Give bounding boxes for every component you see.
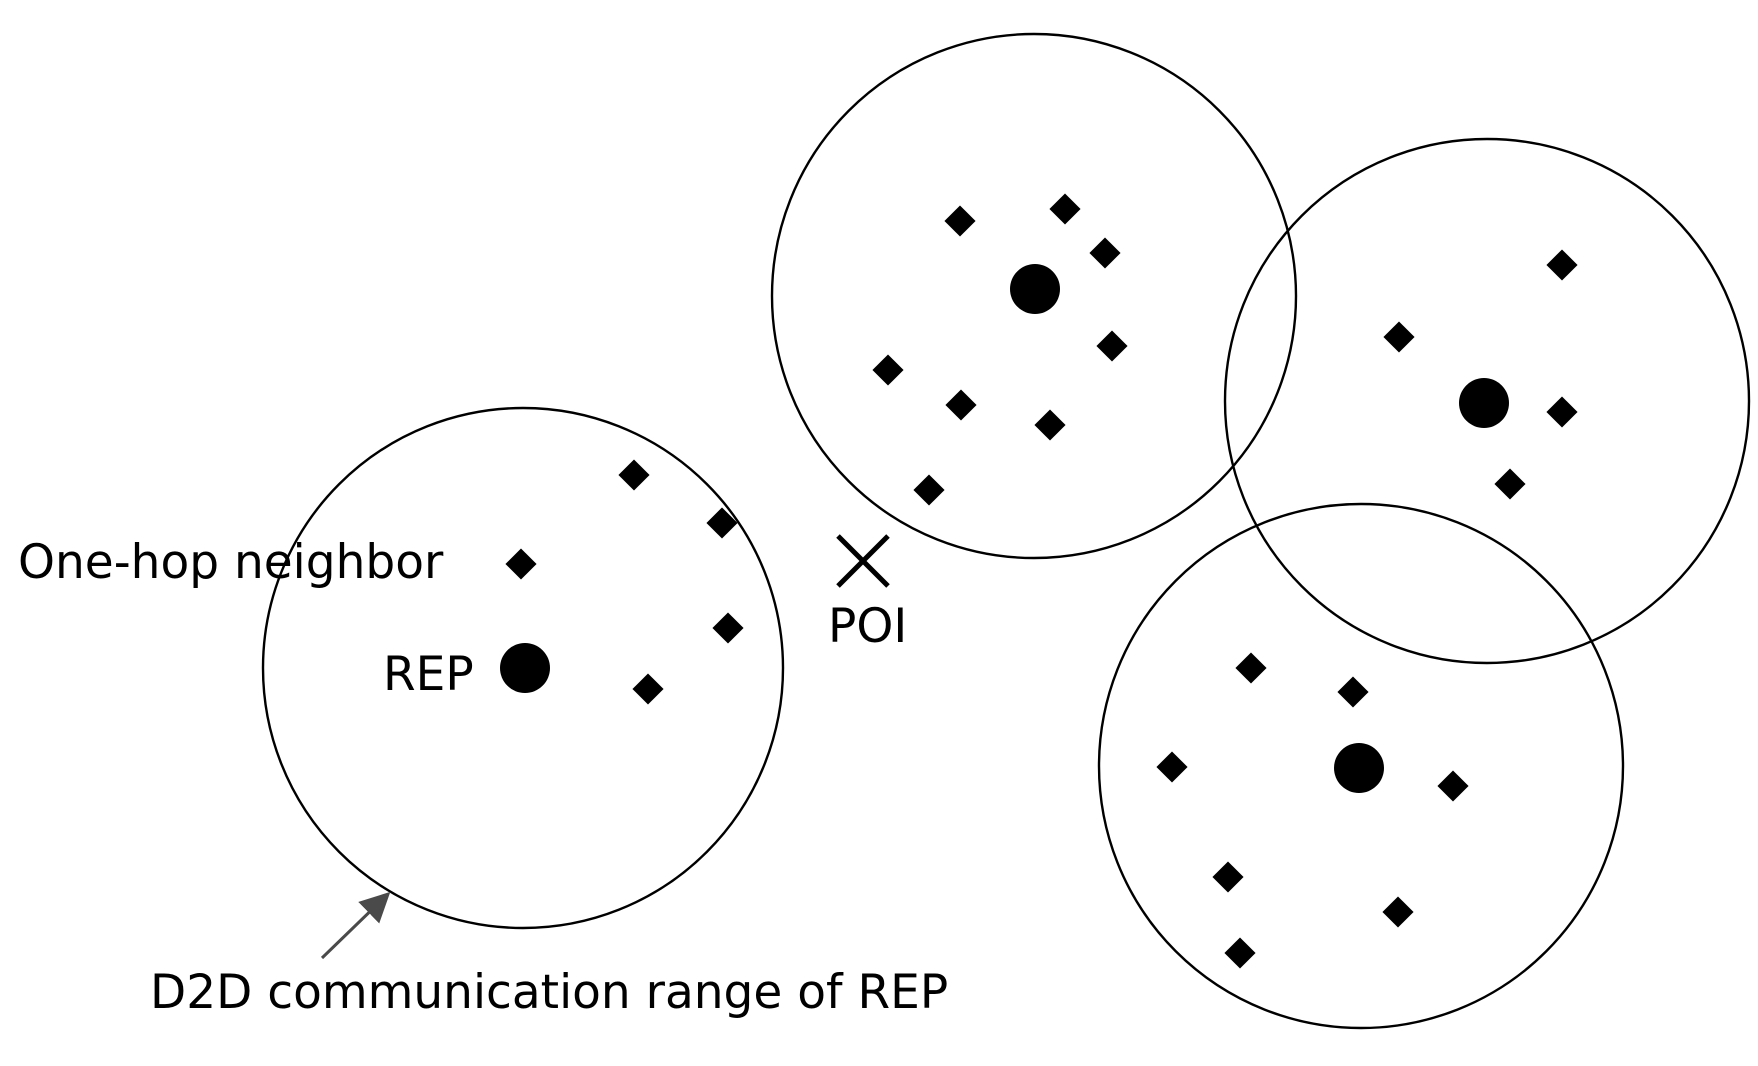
rep-node: [500, 643, 550, 693]
neighbor-node: [913, 474, 945, 506]
neighbor-node: [1089, 237, 1121, 269]
rep-node: [1459, 378, 1509, 428]
rep-node: [1334, 743, 1384, 793]
neighbor-node: [1212, 861, 1244, 893]
d2d-range-circle: [1097, 502, 1625, 1030]
neighbor-node: [706, 507, 738, 539]
rep-label: REP: [383, 647, 474, 702]
neighbor-node: [1156, 751, 1188, 783]
neighbor-node: [505, 548, 537, 580]
neighbor-node: [1382, 896, 1414, 928]
neighbor-node: [1224, 937, 1256, 969]
neighbor-node: [944, 205, 976, 237]
rep-node: [1010, 264, 1060, 314]
range-label: D2D communication range of REP: [150, 965, 948, 1020]
neighbor-node: [1546, 249, 1578, 281]
d2d-range-circle: [1223, 137, 1751, 665]
neighbor-node: [632, 673, 664, 705]
range-pointer-arrow: [320, 891, 391, 960]
neighbor-node: [1034, 409, 1066, 441]
neighbor-node: [1096, 330, 1128, 362]
neighbor-node: [618, 459, 650, 491]
poi-label: POI: [828, 599, 907, 654]
neighbor-node: [1337, 676, 1369, 708]
poi-marker: [836, 534, 890, 588]
neighbor-node: [1383, 321, 1415, 353]
cluster-bottom: [1097, 502, 1625, 1030]
neighbor-node: [945, 389, 977, 421]
neighbor-node: [712, 612, 744, 644]
neighbor-node: [1235, 652, 1267, 684]
poi-cross-icon: [836, 534, 890, 588]
neighbor-node: [1546, 396, 1578, 428]
neighbor-node: [1494, 468, 1526, 500]
one-hop-neighbor-label: One-hop neighbor: [18, 535, 444, 590]
neighbor-node: [1049, 193, 1081, 225]
cluster-right: [1223, 137, 1751, 665]
d2d-range-circle: [770, 32, 1298, 560]
d2d-range-circle: [261, 406, 785, 930]
neighbor-node: [872, 354, 904, 386]
cluster-top: [770, 32, 1298, 560]
neighbor-node: [1437, 770, 1469, 802]
cluster-left: [261, 406, 785, 930]
